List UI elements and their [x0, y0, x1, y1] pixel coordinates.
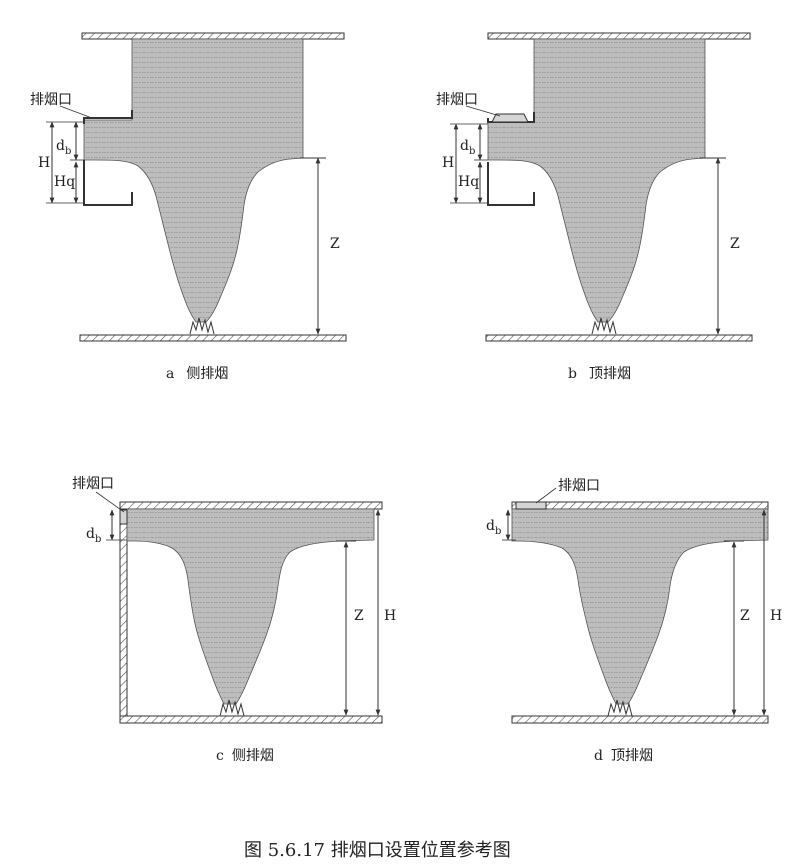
dim-H-label: H — [770, 608, 782, 624]
dim-H-label: H — [38, 155, 50, 171]
floor-slab — [119, 715, 383, 724]
outlet-grille — [515, 501, 547, 510]
smoke-plume — [83, 38, 304, 323]
dim-H-label: H — [384, 608, 396, 624]
dim-db-label: db — [486, 518, 501, 537]
outlet-label: 排烟口 — [72, 476, 114, 492]
dim-Z-label: Z — [730, 236, 740, 252]
ceiling-slab — [81, 32, 345, 40]
dim-db-label: db — [86, 526, 101, 545]
ceiling-slab — [487, 32, 751, 40]
figure-title: 图 5.6.17 排烟口设置位置参考图 — [244, 840, 511, 861]
fire-source — [219, 699, 245, 717]
leader-line — [465, 105, 501, 117]
outlet-grille — [491, 113, 529, 123]
lower-bracket — [83, 160, 133, 206]
floor-slab — [79, 334, 347, 342]
lower-bracket — [487, 162, 535, 206]
fire-source — [591, 317, 617, 335]
outlet-label: 排烟口 — [30, 92, 72, 108]
ceiling-slab — [511, 501, 769, 510]
fire-source — [607, 699, 633, 717]
dim-Z-label: Z — [354, 608, 364, 624]
outlet-label: 排烟口 — [558, 478, 600, 494]
dim-db-label: db — [460, 138, 475, 157]
floor-slab — [485, 334, 753, 342]
dim-Z-label: Z — [740, 608, 750, 624]
smoke-plume — [487, 38, 706, 323]
floor-slab — [511, 715, 769, 724]
outlet-label: 排烟口 — [436, 92, 478, 108]
outlet-grille — [119, 509, 128, 525]
leader-line — [535, 487, 557, 504]
dim-Hq-label: Hq — [458, 174, 479, 190]
dim-db-label: db — [56, 138, 71, 157]
dim-Z-label: Z — [330, 236, 340, 252]
leader-line — [59, 105, 93, 119]
smoke-plume — [511, 508, 769, 705]
smoke-plume — [126, 508, 375, 705]
dim-Hq-label: Hq — [54, 174, 75, 190]
dim-H-label: H — [442, 155, 454, 171]
fire-source — [189, 317, 215, 335]
leader-line — [95, 491, 125, 513]
ceiling-slab — [119, 501, 383, 510]
side-duct — [83, 110, 133, 124]
side-wall — [119, 508, 128, 717]
